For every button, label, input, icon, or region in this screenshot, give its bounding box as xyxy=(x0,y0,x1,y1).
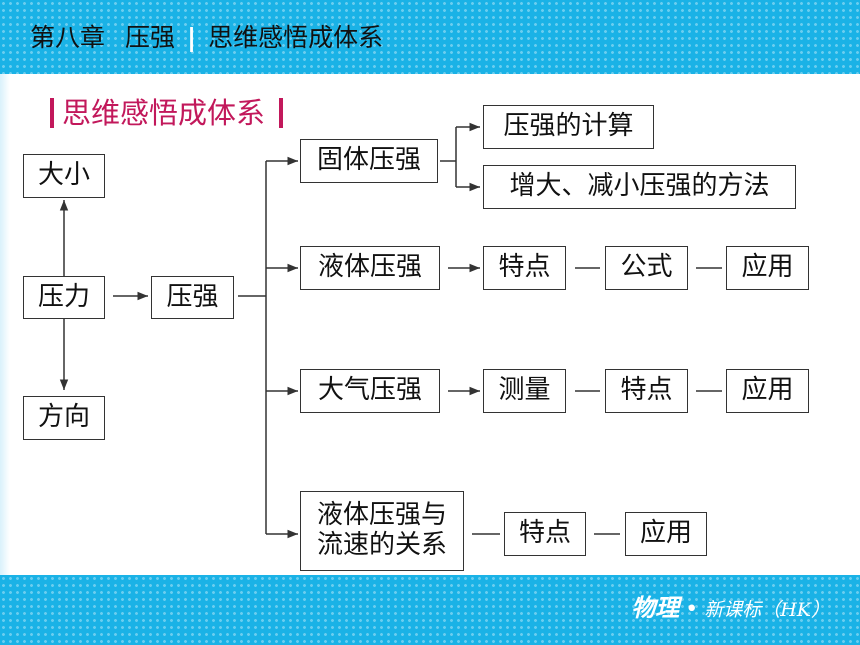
footer-band xyxy=(0,575,860,645)
node-pressure: 压强 xyxy=(151,276,234,319)
node-liquid-formula: 公式 xyxy=(605,246,688,290)
header-separator: | xyxy=(187,23,197,52)
footer-subject: 物理 xyxy=(631,593,680,622)
footer-dot: • xyxy=(685,597,699,622)
node-pressure-velocity-line1: 液体压强与 xyxy=(316,500,447,531)
node-solid-pressure: 固体压强 xyxy=(300,139,438,183)
node-flow-characteristics: 特点 xyxy=(504,512,586,556)
node-size: 大小 xyxy=(23,154,105,198)
title-bar-left xyxy=(50,98,54,128)
node-liquid-pressure: 液体压强 xyxy=(300,246,440,290)
node-atmospheric-measurement: 测量 xyxy=(483,369,566,413)
section-title-text: 思维感悟成体系 xyxy=(62,96,266,130)
node-increase-decrease-methods: 增大、减小压强的方法 xyxy=(483,165,796,209)
header-band xyxy=(0,0,860,74)
section-title: 思维感悟成体系 xyxy=(50,90,284,132)
footer-label: 物理•新课标（HK） xyxy=(631,588,830,623)
node-pressure-velocity-relation: 液体压强与 流速的关系 xyxy=(300,491,464,571)
header-section: 思维感悟成体系 xyxy=(208,23,384,52)
node-flow-application: 应用 xyxy=(625,512,707,556)
node-direction: 方向 xyxy=(23,396,105,440)
node-liquid-application: 应用 xyxy=(726,246,809,290)
node-pressure-velocity-line2: 流速的关系 xyxy=(316,530,447,560)
left-edge-decoration xyxy=(0,74,10,575)
node-pressure-calculation: 压强的计算 xyxy=(483,105,654,149)
footer-standard: 新课标（HK） xyxy=(704,599,830,621)
title-bar-right xyxy=(279,98,284,128)
node-pressure-force: 压力 xyxy=(23,276,105,319)
header-topic: 压强 xyxy=(125,23,176,52)
header-chapter: 第八章 xyxy=(30,23,106,52)
node-atmospheric-application: 应用 xyxy=(726,369,809,413)
node-liquid-characteristics: 特点 xyxy=(483,246,566,290)
node-atmospheric-pressure: 大气压强 xyxy=(300,369,440,413)
node-atmospheric-characteristics: 特点 xyxy=(605,369,688,413)
header-title: 第八章压强 | 思维感悟成体系 xyxy=(30,18,383,54)
